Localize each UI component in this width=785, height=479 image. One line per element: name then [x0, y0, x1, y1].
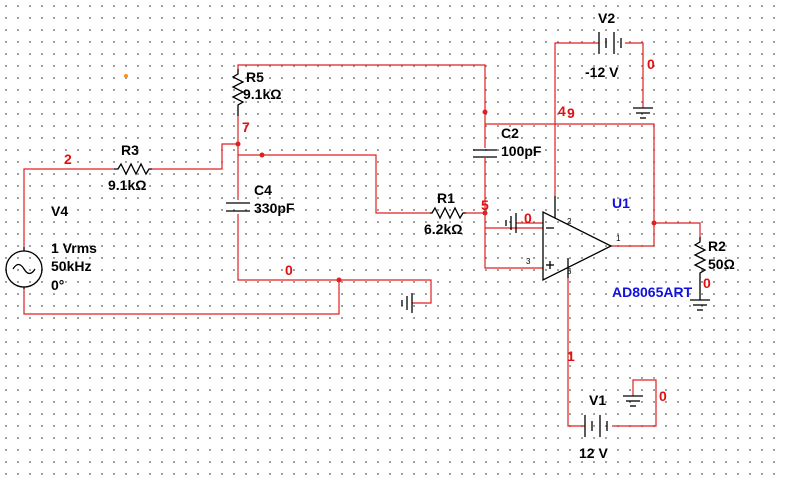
resistor-r1-symbol[interactable]	[430, 206, 466, 220]
wire-v1-gnd[interactable]	[612, 379, 657, 427]
net-label-7: 7	[242, 119, 250, 135]
r5-ref-label: R5	[246, 69, 264, 85]
wire-v4-bottom[interactable]	[23, 280, 340, 315]
u1-ref-label: U1	[612, 195, 630, 211]
wire-node-to-c4[interactable]	[237, 144, 430, 214]
v1-value-label: 12 V	[579, 445, 608, 461]
r1-value-label: 6.2kΩ	[424, 221, 462, 237]
r5-value-label: 9.1kΩ	[243, 86, 281, 102]
net-label-4: 4	[558, 103, 566, 119]
ground-icon	[690, 290, 710, 311]
v2-value-label: -12 V	[585, 64, 619, 80]
wire-r5-top[interactable]	[237, 64, 486, 148]
net-label-5: 5	[481, 197, 489, 213]
junction-dot	[482, 210, 488, 216]
net-label-0-inverting: 0	[524, 210, 532, 226]
wire-v1-vminus[interactable]	[567, 278, 585, 427]
net-label-2: 2	[64, 151, 72, 167]
u1-pin-5: 5	[567, 267, 572, 276]
net-label-9: 9	[567, 105, 575, 121]
c2-ref-label: C2	[501, 125, 519, 141]
wire-c2-bottom[interactable]	[484, 158, 543, 229]
capacitor-c2-symbol[interactable]	[473, 149, 497, 158]
opamp-u1-symbol[interactable]	[542, 196, 613, 282]
u1-pin-1: 1	[616, 234, 621, 243]
c4-value-label: 330pF	[254, 200, 295, 216]
v4-ref-label: V4	[51, 203, 68, 219]
wires	[23, 42, 701, 427]
resistor-r5-symbol[interactable]	[231, 69, 245, 116]
ground-icon	[623, 395, 643, 407]
r2-ref-label: R2	[708, 238, 726, 254]
net-label-1: 1	[567, 348, 575, 364]
v4-phase-label: 0°	[51, 277, 64, 293]
u1-pin-2: 2	[567, 217, 572, 226]
junction-dot	[235, 141, 241, 147]
u1-part-label: AD8065ART	[612, 284, 693, 300]
v4-frequency-label: 50kHz	[51, 258, 91, 274]
wire-v2-left[interactable]	[554, 42, 599, 196]
resistor-r2-symbol[interactable]	[693, 237, 707, 290]
r3-value-label: 9.1kΩ	[108, 177, 146, 193]
stray-dot	[124, 74, 128, 78]
battery-v2-symbol[interactable]	[598, 32, 622, 54]
r2-value-label: 50Ω	[708, 256, 735, 272]
resistor-r3-symbol[interactable]	[114, 162, 152, 176]
r3-ref-label: R3	[121, 142, 139, 158]
wire-c4-bottom[interactable]	[237, 214, 432, 304]
v4-amplitude-label: 1 Vrms	[51, 240, 97, 256]
ground-icon	[633, 107, 653, 119]
ground-icon	[505, 213, 517, 233]
capacitor-c4-symbol[interactable]	[226, 202, 250, 212]
wire-noninv-in[interactable]	[484, 228, 543, 269]
net-label-0-gnd: 0	[285, 262, 293, 278]
net-label-0-v2: 0	[647, 56, 655, 72]
r1-ref-label: R1	[437, 190, 455, 206]
wire-out-r2[interactable]	[654, 222, 701, 237]
wire-feedback-top[interactable]	[485, 123, 655, 246]
junctions	[124, 74, 657, 283]
junction-dot	[651, 220, 657, 226]
junction-dot	[336, 277, 342, 283]
v2-ref-label: V2	[598, 10, 615, 26]
wire-v2-gnd[interactable]	[625, 42, 644, 108]
wire-v4-top[interactable]	[23, 168, 114, 247]
c2-value-label: 100pF	[501, 143, 542, 159]
v1-ref-label: V1	[589, 392, 606, 408]
net-label-0-r2: 0	[703, 275, 711, 291]
junction-dot	[259, 152, 265, 158]
net-label-0-v1: 0	[659, 388, 667, 404]
junction-dot	[482, 109, 488, 115]
ac-source-v4[interactable]	[5, 247, 43, 289]
ground-icon	[401, 293, 413, 313]
c4-ref-label: C4	[254, 182, 272, 198]
u1-pin-3: 3	[526, 257, 531, 266]
battery-v1-symbol[interactable]	[584, 415, 608, 437]
wire-r3-node7[interactable]	[152, 143, 238, 170]
